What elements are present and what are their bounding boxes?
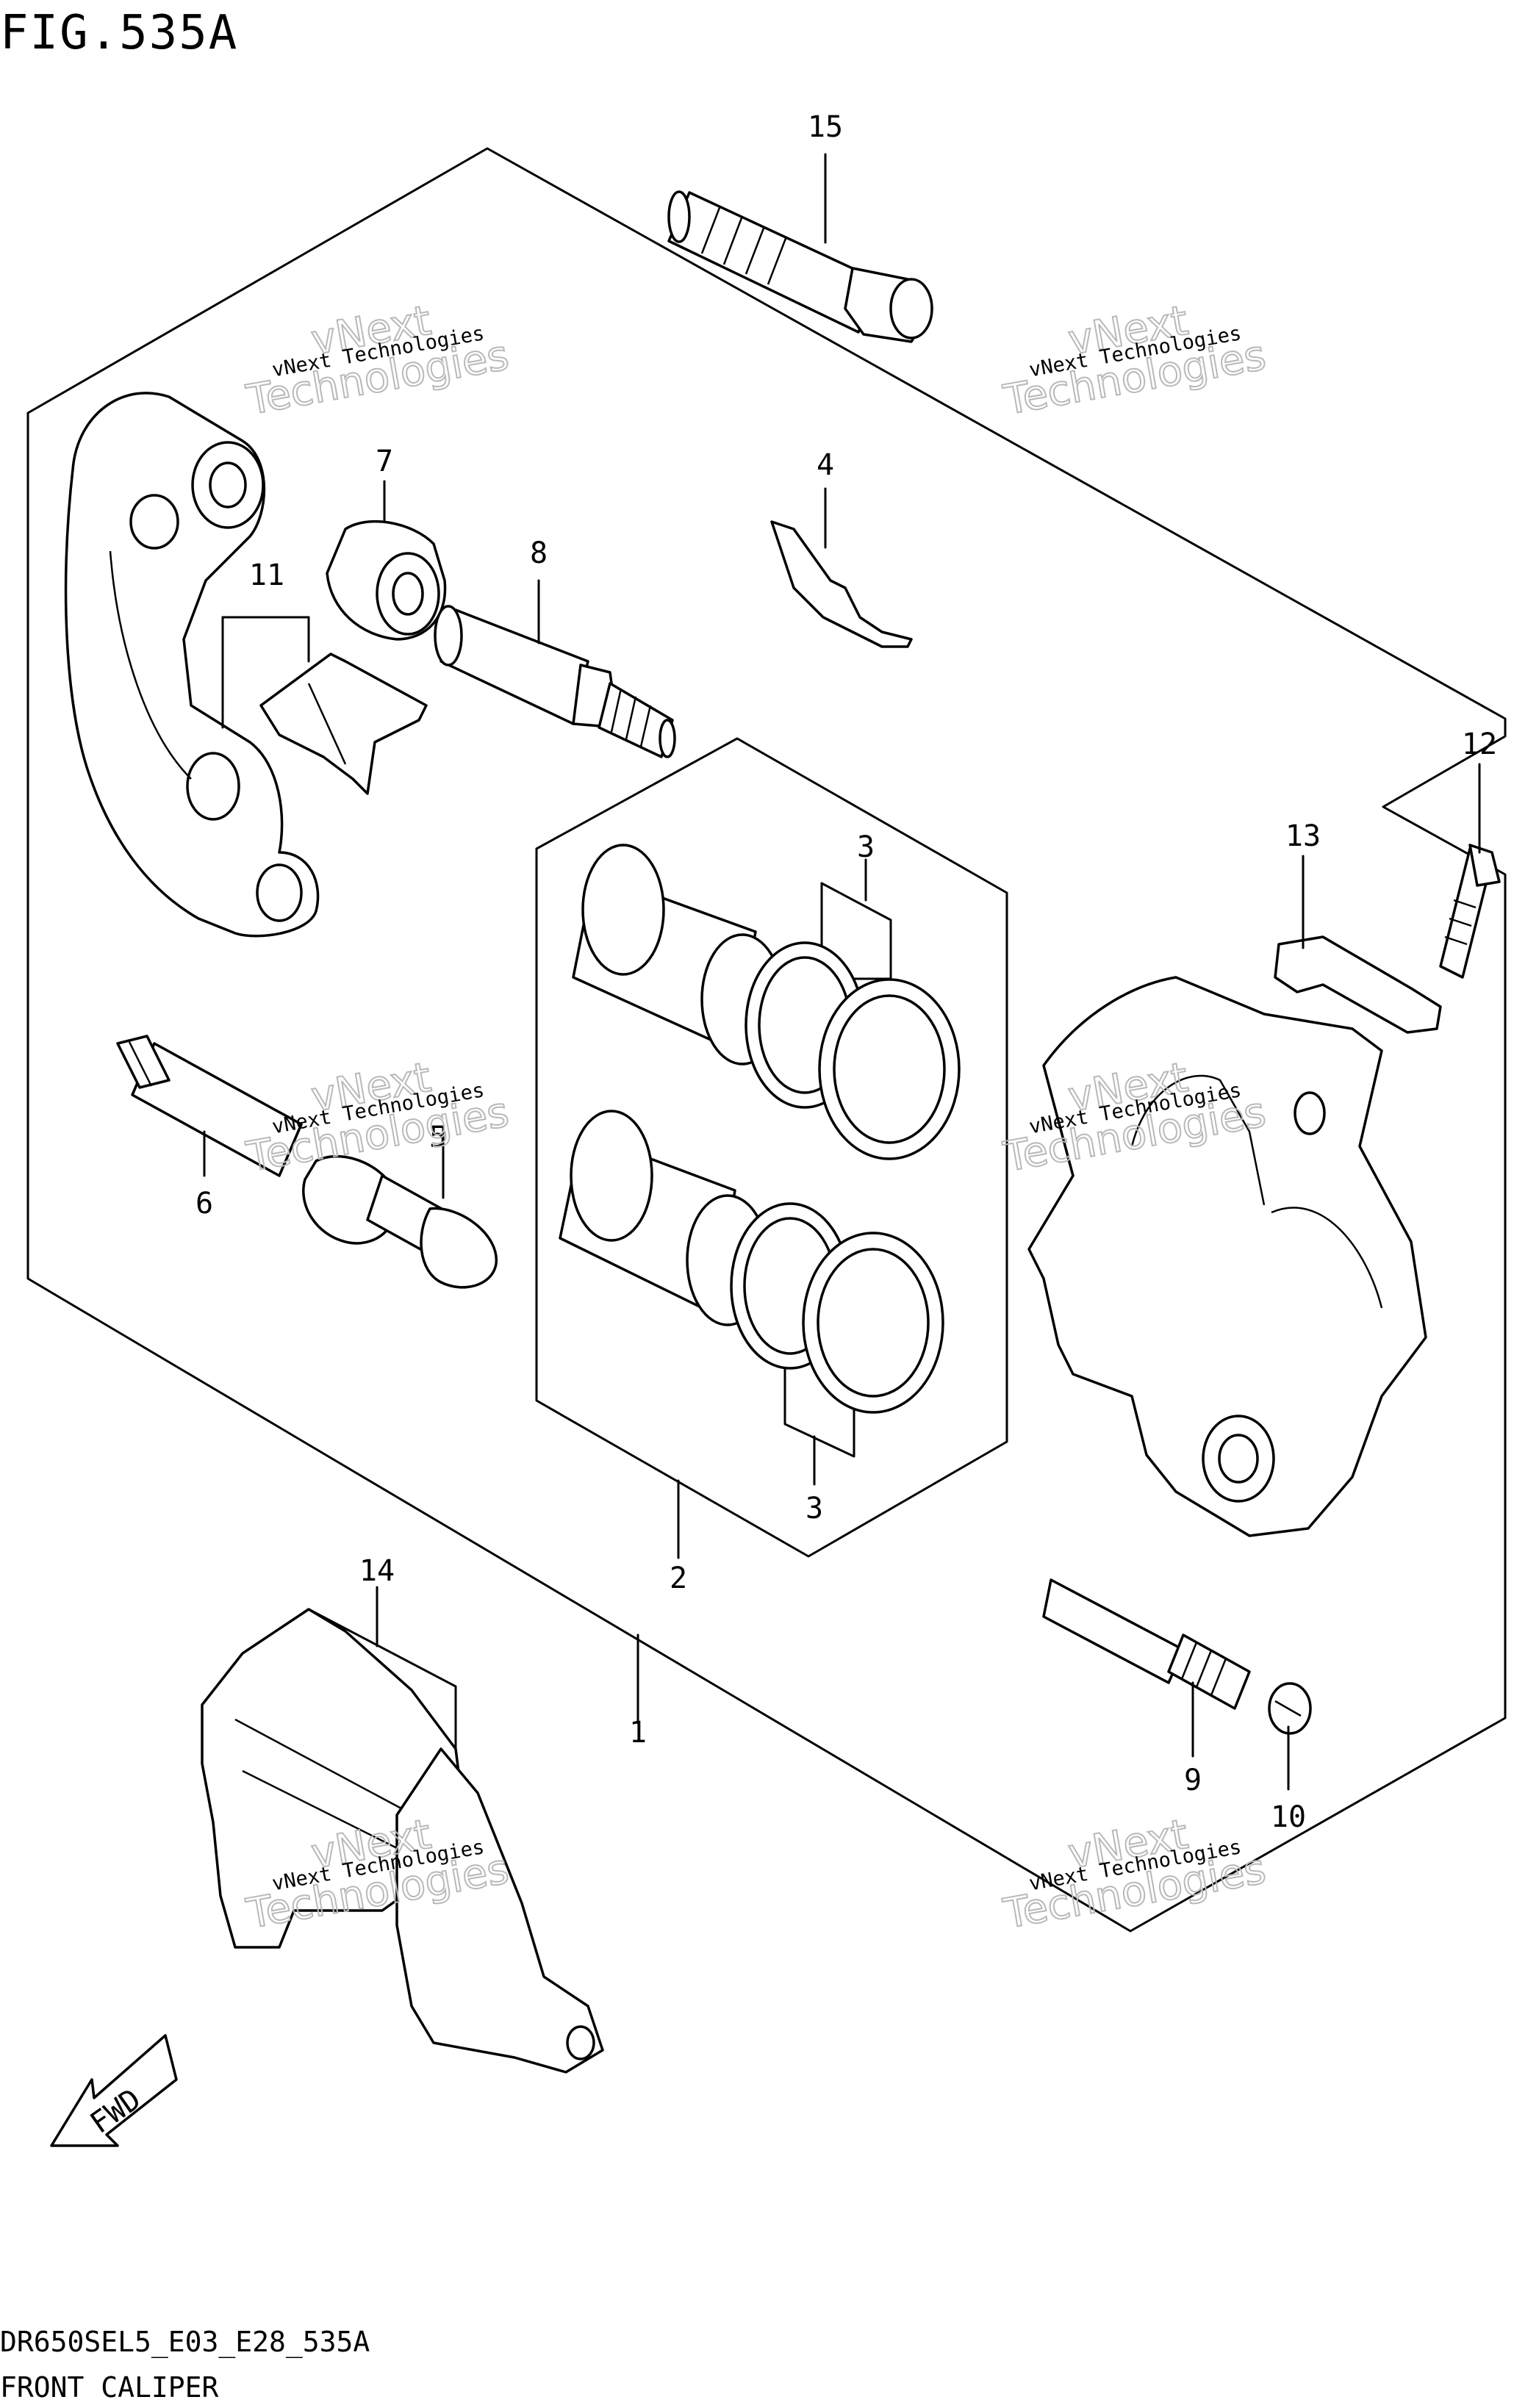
fwd-arrow-icon: FWD <box>50 2034 178 2147</box>
assembly-frame <box>26 147 1507 1933</box>
mounting-bolt <box>667 190 933 343</box>
callout-5: 5 <box>429 1121 447 1154</box>
callout-8: 8 <box>530 536 548 570</box>
callout-10: 10 <box>1271 1800 1306 1834</box>
caliper-body <box>1027 976 1427 1537</box>
callout-12: 12 <box>1462 727 1497 761</box>
callout-1: 1 <box>629 1716 647 1750</box>
watermark-2: Technologies vNext vNext Technologies <box>1000 296 1271 425</box>
callout-11: 11 <box>249 558 284 592</box>
callout-9: 9 <box>1184 1764 1202 1797</box>
caliper-bracket <box>64 392 320 938</box>
figure-name: FRONT CALIPER <box>0 2371 219 2404</box>
bracket-pin-bolt <box>116 1035 303 1177</box>
slide-pin-boot <box>326 520 447 641</box>
piston-seals-lower <box>730 1202 944 1414</box>
callout-2: 2 <box>670 1561 687 1595</box>
seal-group-box-lower <box>783 1360 855 1458</box>
piston-seals-upper <box>745 941 961 1160</box>
callout-14: 14 <box>359 1554 395 1588</box>
callout-15: 15 <box>808 110 843 144</box>
callout-4: 4 <box>817 448 834 482</box>
caliper-piston-upper <box>572 844 784 1065</box>
watermark-6: Technologies vNext vNext Technologies <box>1000 1810 1271 1939</box>
figure-title: FIG.535A <box>0 6 238 60</box>
callout-3-lower: 3 <box>806 1492 823 1525</box>
pad-pin-plug <box>1268 1682 1312 1735</box>
pad-pin <box>1042 1578 1251 1710</box>
callout-6: 6 <box>195 1187 213 1221</box>
watermark-1: Technologies vNext vNext Technologies <box>243 296 514 425</box>
bleeder-valve <box>1439 844 1501 979</box>
figure-code: DR650SEL5_E03_E28_535A <box>0 2326 370 2359</box>
bleeder-cap <box>1274 935 1442 1034</box>
leader-lines <box>203 153 1481 1791</box>
brake-pad-set <box>201 1608 604 2074</box>
pad-spring-clip <box>770 520 913 648</box>
callout-3-upper: 3 <box>857 830 875 864</box>
pad-retainer <box>259 653 428 795</box>
callout-7: 7 <box>376 445 393 478</box>
callout-13: 13 <box>1285 819 1321 853</box>
piston-kit-frame <box>535 737 1008 1558</box>
bracket-pin-boot <box>302 1154 498 1289</box>
slide-pin <box>434 605 676 758</box>
